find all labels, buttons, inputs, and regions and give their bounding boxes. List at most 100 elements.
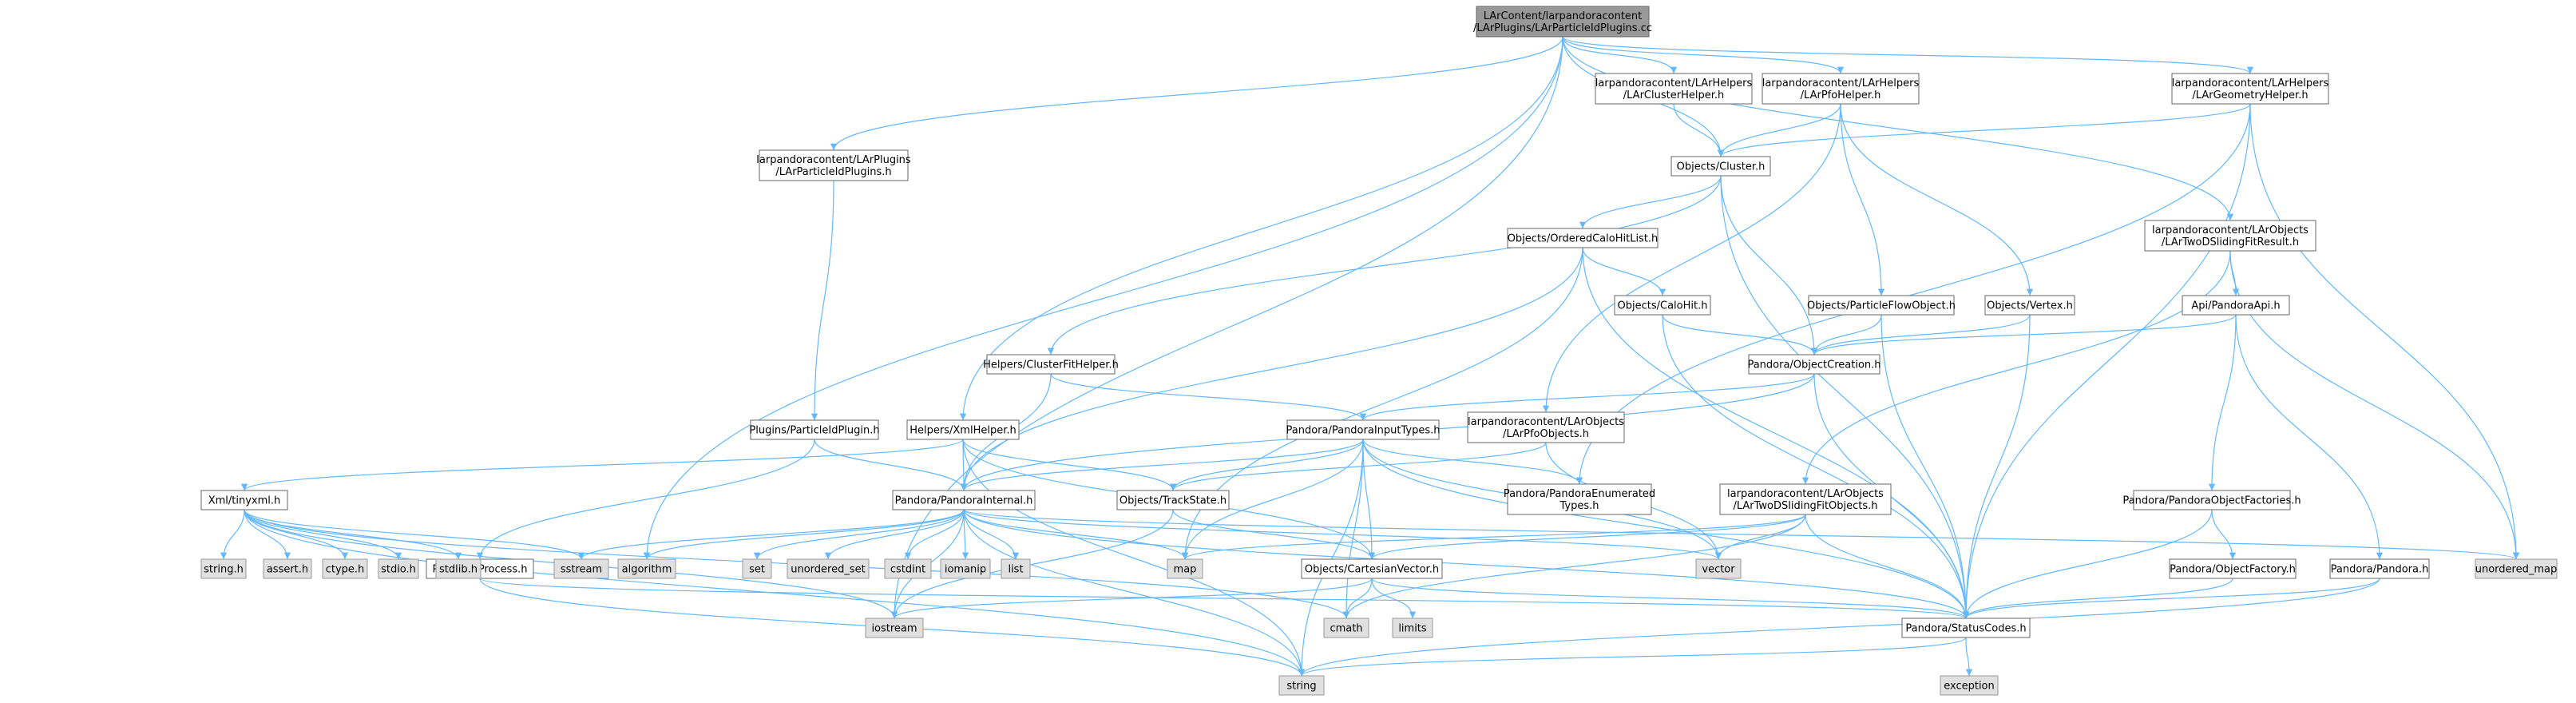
node-particleIdPlugin[interactable]: Plugins/ParticleIdPlugin.h xyxy=(749,419,880,440)
node-box xyxy=(1001,558,1031,579)
edge-twoDSlidingFitResult-to-twoDSlidingFitObjects xyxy=(1801,250,2231,485)
node-unorderedMap: unordered_map xyxy=(2475,558,2558,579)
edge-cartesianVector-to-iostream xyxy=(890,578,1373,619)
node-cartesianVector[interactable]: Objects/CartesianVector.h xyxy=(1301,558,1443,579)
node-geometryHelper[interactable]: larpandoracontent/LArHelpers/LArGeometry… xyxy=(2171,73,2329,105)
edge-geometryHelper-to-unorderedMap xyxy=(2249,103,2520,560)
node-label: Pandora/Pandora.h xyxy=(2331,564,2429,576)
edge-pfoHelper-to-vertex xyxy=(1840,103,2034,296)
node-label: limits xyxy=(1398,623,1427,635)
node-box xyxy=(200,558,247,579)
edge-pfoHelper-to-larPfoObjects xyxy=(1542,103,1841,413)
node-box xyxy=(940,558,991,579)
edge-tinyxml-to-ctypeH xyxy=(244,509,349,560)
node-iomanip: iomanip xyxy=(940,558,991,579)
node-root[interactable]: LArContent/larpandoracontent/LArPlugins/… xyxy=(1473,6,1652,38)
edge-layer xyxy=(220,36,2520,677)
node-pandoraApi[interactable]: Api/PandoraApi.h xyxy=(2182,295,2290,316)
node-box xyxy=(553,558,609,579)
node-string: string xyxy=(1278,675,1325,696)
node-twoDSlidingFitResult[interactable]: larpandoracontent/LArObjects/LArTwoDSlid… xyxy=(2144,220,2316,252)
node-label: larpandoracontent/LArObjects xyxy=(1468,416,1624,428)
node-label: unordered_map xyxy=(2475,564,2558,576)
node-label: Objects/ParticleFlowObject.h xyxy=(1807,300,1956,312)
node-objectFactories[interactable]: Pandora/PandoraObjectFactories.h xyxy=(2122,490,2301,510)
edge-pandoraInputTypes-to-enumeratedTypes xyxy=(1362,439,1583,485)
edge-objectFactories-to-objectFactory xyxy=(2211,509,2237,560)
node-caloHit[interactable]: Objects/CaloHit.h xyxy=(1614,295,1711,316)
node-trackState[interactable]: Objects/TrackState.h xyxy=(1116,490,1230,510)
edge-geometryHelper-to-statusCodes xyxy=(1962,103,2251,619)
node-label: Objects/Vertex.h xyxy=(1987,300,2073,312)
node-particleFlowObject[interactable]: Objects/ParticleFlowObject.h xyxy=(1807,295,1956,316)
node-pfoHelper[interactable]: larpandoracontent/LArHelpers/LArPfoHelpe… xyxy=(1762,73,1920,105)
edge-larPfoObjects-to-trackState xyxy=(1169,442,1547,491)
node-clusterHelper[interactable]: larpandoracontent/LArHelpers/LArClusterH… xyxy=(1595,73,1753,105)
node-tinyxml[interactable]: Xml/tinyxml.h xyxy=(200,490,288,510)
node-particleIdPluginsH[interactable]: larpandoracontent/LArPlugins/LArParticle… xyxy=(756,149,911,181)
node-label: Pandora/PandoraInputTypes.h xyxy=(1286,425,1440,437)
node-cmath: cmath xyxy=(1323,618,1369,638)
edge-caloHit-to-objectCreation xyxy=(1662,314,1818,355)
node-cluster[interactable]: Objects/Cluster.h xyxy=(1670,156,1771,177)
node-box xyxy=(1167,558,1203,579)
edge-pandoraApi-to-pandoraPandora xyxy=(2235,314,2384,560)
edge-pandoraInternal-to-unorderedSet xyxy=(824,509,965,560)
node-box xyxy=(2169,558,2297,579)
node-box xyxy=(1614,295,1711,316)
node-orderedCaloHitList[interactable]: Objects/OrderedCaloHitList.h xyxy=(1507,228,1659,248)
node-exception: exception xyxy=(1940,675,1999,696)
node-box xyxy=(892,490,1036,510)
edge-pfoHelper-to-particleFlowObject xyxy=(1840,103,1885,296)
node-algorithm: algorithm xyxy=(617,558,676,579)
node-box xyxy=(1695,558,1742,579)
node-label: Pandora/ObjectCreation.h xyxy=(1747,359,1880,371)
edge-particleIdPlugin-to-pandoraProcess xyxy=(476,439,815,560)
node-larPfoObjects[interactable]: larpandoracontent/LArObjects/LArPfoObjec… xyxy=(1467,411,1625,443)
node-twoDSlidingFitObjects[interactable]: larpandoracontent/LArObjects/LArTwoDSlid… xyxy=(1719,483,1892,515)
edge-twoDSlidingFitObjects-to-cartesianVector xyxy=(1368,514,1806,560)
node-clusterFitHelper[interactable]: Helpers/ClusterFitHelper.h xyxy=(983,354,1119,375)
node-layer: LArContent/larpandoracontent/LArPlugins/… xyxy=(200,6,2558,696)
node-map: map xyxy=(1167,558,1203,579)
node-label: vector xyxy=(1702,564,1735,576)
node-stringH: string.h xyxy=(200,558,247,579)
node-box xyxy=(435,558,482,579)
node-label: cmath xyxy=(1330,623,1362,635)
edge-objectCreation-to-pandoraInputTypes xyxy=(1359,373,1815,421)
node-objectFactory[interactable]: Pandora/ObjectFactory.h xyxy=(2169,558,2297,579)
node-label: larpandoracontent/LArObjects xyxy=(2152,224,2308,236)
node-vector: vector xyxy=(1695,558,1742,579)
node-label: iostream xyxy=(871,623,917,635)
node-pandoraInputTypes[interactable]: Pandora/PandoraInputTypes.h xyxy=(1286,419,1441,440)
node-iostream: iostream xyxy=(865,618,924,638)
node-pandoraPandora[interactable]: Pandora/Pandora.h xyxy=(2329,558,2430,579)
node-box xyxy=(200,490,288,510)
node-label: Objects/CartesianVector.h xyxy=(1305,564,1439,576)
edge-objectFactory-to-statusCodes xyxy=(1962,578,2233,619)
node-box xyxy=(1286,419,1440,440)
node-label: /LArPlugins/LArParticleIdPlugins.cc xyxy=(1473,22,1652,34)
edge-cluster-to-clusterFitHelper xyxy=(1047,175,1722,355)
node-statusCodes[interactable]: Pandora/StatusCodes.h xyxy=(1901,618,2031,638)
node-box xyxy=(750,419,879,440)
node-label: larpandoracontent/LArHelpers xyxy=(2172,77,2329,89)
node-vertex[interactable]: Objects/Vertex.h xyxy=(1984,295,2075,316)
node-label: string xyxy=(1286,681,1316,693)
edge-cartesianVector-to-limits xyxy=(1371,578,1417,619)
node-objectCreation[interactable]: Pandora/ObjectCreation.h xyxy=(1747,354,1881,375)
edge-geometryHelper-to-enumeratedTypes xyxy=(1575,103,2251,485)
node-box xyxy=(2475,558,2558,579)
node-label: set xyxy=(749,564,765,576)
node-pandoraInternal[interactable]: Pandora/PandoraInternal.h xyxy=(892,490,1036,510)
edge-vertex-to-objectCreation xyxy=(1810,314,2031,355)
edge-pandoraInternal-to-algorithm xyxy=(643,509,965,560)
node-label: assert.h xyxy=(267,564,308,576)
edge-pandoraInternal-to-map xyxy=(963,509,1189,560)
node-xmlHelper[interactable]: Helpers/XmlHelper.h xyxy=(906,419,1020,440)
node-label: larpandoracontent/LArObjects xyxy=(1727,488,1884,500)
edge-pandoraPandora-to-statusCodes xyxy=(1962,578,2380,619)
edge-root-to-geometryHelper xyxy=(1562,36,2253,74)
edge-cartesianVector-to-cmath xyxy=(1342,578,1373,619)
